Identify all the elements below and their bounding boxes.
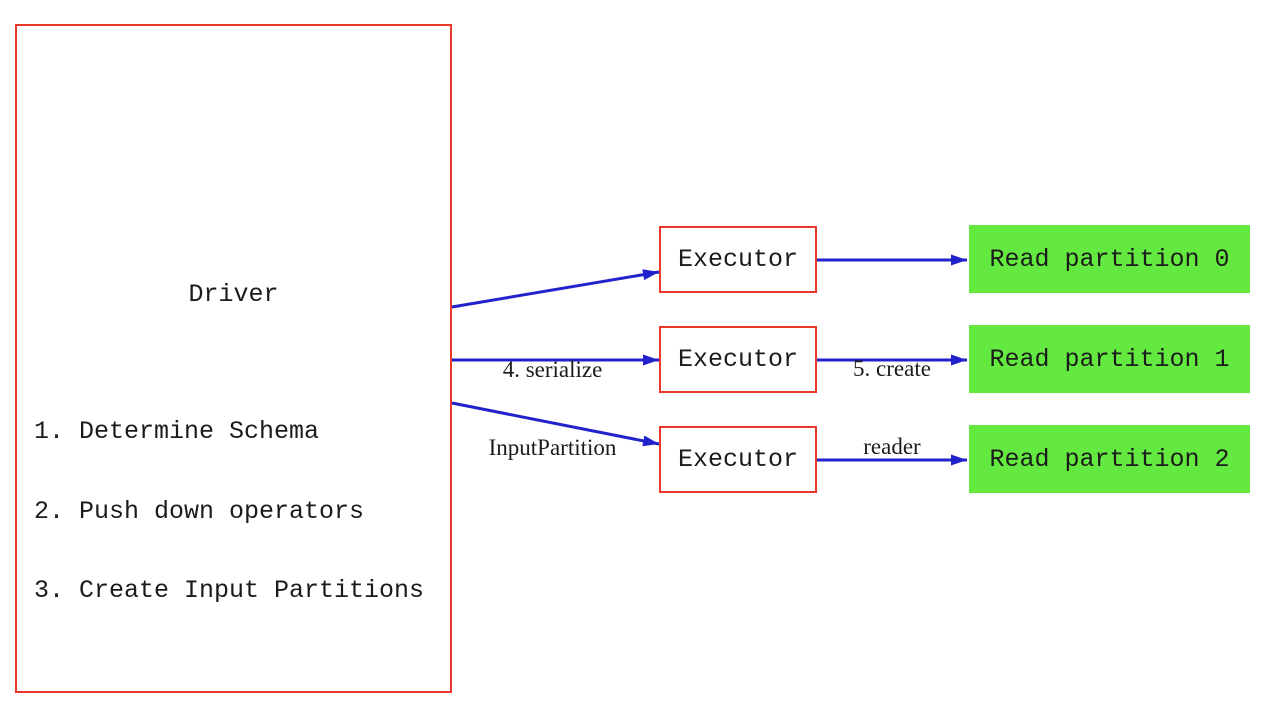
driver-box: Driver 1. Determine Schema 2. Push down … (15, 24, 452, 693)
serialize-inputpartition-label: 4. serialize InputPartition (450, 305, 655, 513)
driver-title: Driver (188, 280, 279, 309)
create-reader-label-line1: 5. create (853, 356, 931, 381)
create-reader-label: 5. create reader (792, 304, 992, 512)
read-partition-box-1: Read partition 1 (969, 325, 1250, 393)
create-reader-label-line2: reader (863, 434, 921, 459)
arrow-driver-to-executor-3 (451, 401, 660, 447)
driver-step-3: 3. Create Input Partitions (34, 576, 425, 605)
executor-box-2: Executor (659, 326, 817, 393)
read-partition-box-0: Read partition 0 (969, 225, 1250, 293)
serialize-label-line1: 4. serialize (502, 357, 603, 382)
read-partition-label: Read partition 2 (989, 444, 1230, 474)
arrow-driver-to-executor-1 (451, 269, 660, 309)
driver-step-1: 1. Determine Schema (34, 417, 320, 446)
read-partition-box-2: Read partition 2 (969, 425, 1250, 493)
executor-label: Executor (677, 245, 799, 274)
executor-label: Executor (677, 345, 799, 374)
executor-box-1: Executor (659, 226, 817, 293)
executor-box-3: Executor (659, 426, 817, 493)
driver-steps-list: 1. Determine Schema 2. Push down operato… (34, 366, 424, 658)
serialize-label-line2: InputPartition (488, 435, 617, 460)
driver-step-2: 2. Push down operators (34, 496, 365, 526)
executor-label: Executor (677, 445, 799, 474)
read-partition-label: Read partition 1 (989, 344, 1230, 374)
read-partition-label: Read partition 0 (989, 244, 1230, 274)
